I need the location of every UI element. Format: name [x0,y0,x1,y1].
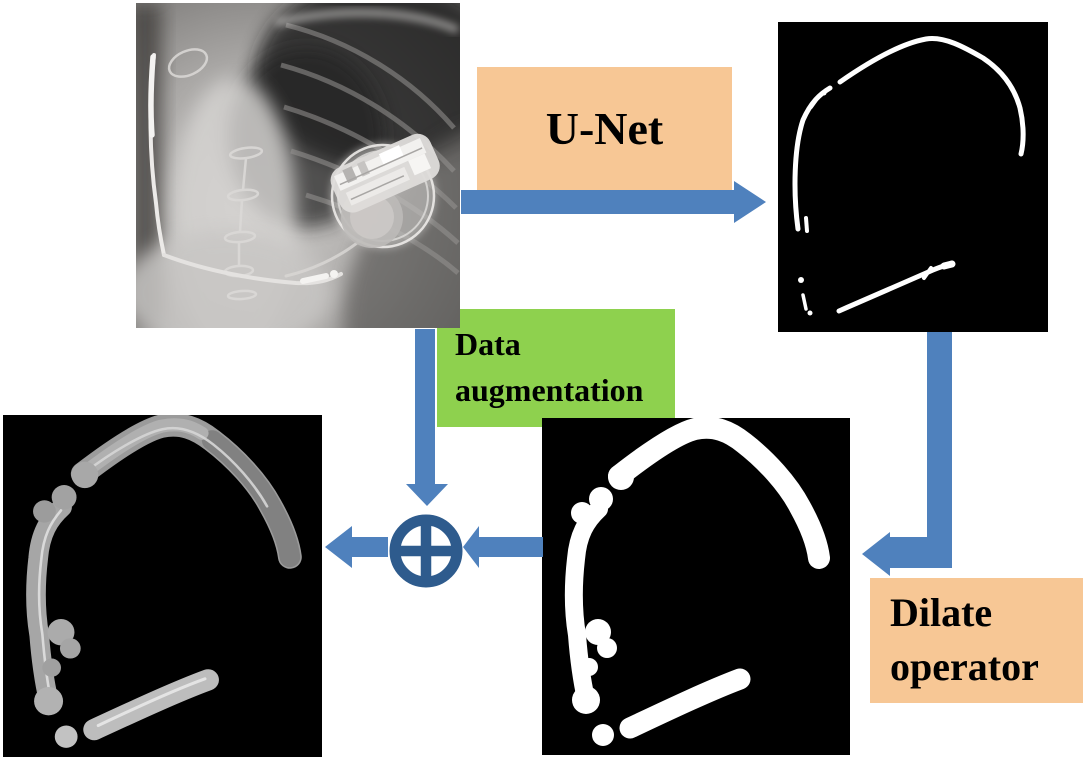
dilate-line1: Dilate [890,590,993,635]
data-augmentation-line2: augmentation [455,372,644,408]
dilated-mask-image [542,418,850,755]
xray-wire-loop [167,48,209,78]
xray-lead-wires [148,53,364,286]
dilate-line2: operator [890,644,1039,689]
mask-thin-lead-curve [792,36,1026,314]
data-augmentation-line1: Data [455,326,521,362]
dilated-lead-curve [564,418,830,739]
data-augmentation-box: Data augmentation [437,309,675,427]
arrow-dilated-to-combine [463,526,543,568]
arrow-combine-to-result [325,526,388,568]
chest-xray-image [136,3,460,328]
mask-speckles [798,90,827,316]
xray-pacemaker-device [330,133,440,249]
unet-box: U-Net [477,67,732,190]
extracted-lead-gray-curve [26,415,302,741]
xray-ribs [280,22,460,275]
arrow-mask-to-dilated-elbow [862,332,952,576]
xray-abdomen [136,231,331,328]
unet-segmentation-mask-image [778,22,1048,332]
extracted-leads-image [3,415,322,757]
unet-label: U-Net [545,103,664,154]
xray-clavicle [275,8,460,34]
dilate-operator-box: Dilate operator [870,578,1083,703]
dilated-lead-blobs [571,464,634,746]
extracted-lead-gray-blobs [33,461,99,748]
circled-plus-icon [389,514,463,588]
